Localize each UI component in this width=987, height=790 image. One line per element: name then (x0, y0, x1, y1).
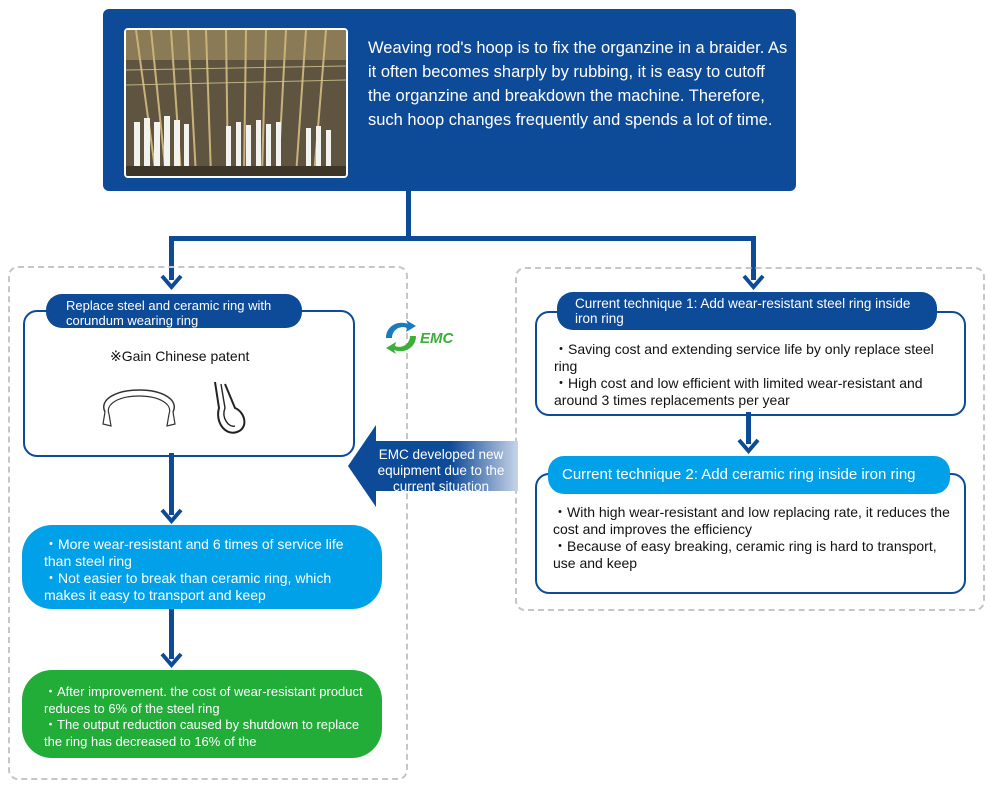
technique-2-points: ・With high wear-resistant and low replac… (553, 504, 953, 572)
problem-description: Weaving rod's hoop is to fix the organzi… (368, 39, 788, 129)
connector-line (406, 191, 411, 239)
technique-2-title: Current technique 2: Add ceramic ring in… (548, 456, 950, 494)
emc-development-note: EMC developed new equipment due to the c… (377, 447, 505, 494)
down-arrow-icon (160, 274, 183, 290)
down-arrow-icon (737, 438, 760, 454)
down-arrow-icon (160, 652, 183, 668)
benefit-item: ・More wear-resistant and 6 times of serv… (44, 536, 344, 569)
technique-2-point: ・With high wear-resistant and low replac… (553, 504, 950, 537)
technique-2-point: ・Because of easy breaking, ceramic ring … (553, 538, 937, 571)
connector-line (751, 236, 756, 280)
weaving-rods-photo (124, 28, 348, 178)
technique-1-title: Current technique 1: Add wear-resistant … (557, 292, 937, 330)
down-arrow-icon (742, 274, 765, 290)
emc-logo-text: EMC (420, 330, 455, 347)
emc-logo: EMC (382, 318, 474, 356)
connector-line (169, 453, 174, 515)
ring-profile-icon (214, 381, 246, 434)
benefit-item: ・Not easier to break than ceramic ring, … (44, 570, 332, 603)
benefit-box (22, 525, 382, 609)
connector-line (169, 609, 174, 659)
technique-1-points: ・Saving cost and extending service life … (554, 341, 954, 409)
connector-line (169, 236, 756, 241)
emc-development-arrow (348, 425, 518, 507)
corundum-solution-box (23, 310, 355, 457)
connector-line (746, 412, 751, 444)
result-box (22, 670, 382, 758)
technique-1-point: ・Saving cost and extending service life … (554, 341, 934, 374)
connector-line (169, 236, 174, 280)
patent-note: ※Gain Chinese patent (110, 348, 250, 364)
down-arrow-icon (160, 508, 183, 524)
current-techniques-panel (515, 267, 985, 611)
ring-drawing-icon (102, 389, 176, 427)
technique-1-point: ・High cost and low efficient with limite… (554, 375, 923, 408)
result-item: ・After improvement. the cost of wear-res… (44, 684, 363, 716)
solution-panel (8, 266, 408, 780)
result-item: ・The output reduction caused by shutdown… (44, 717, 360, 749)
solution-title: Replace steel and ceramic ring with coru… (46, 294, 302, 328)
result-list: ・After improvement. the cost of wear-res… (44, 684, 374, 750)
benefit-list: ・More wear-resistant and 6 times of serv… (44, 536, 374, 604)
